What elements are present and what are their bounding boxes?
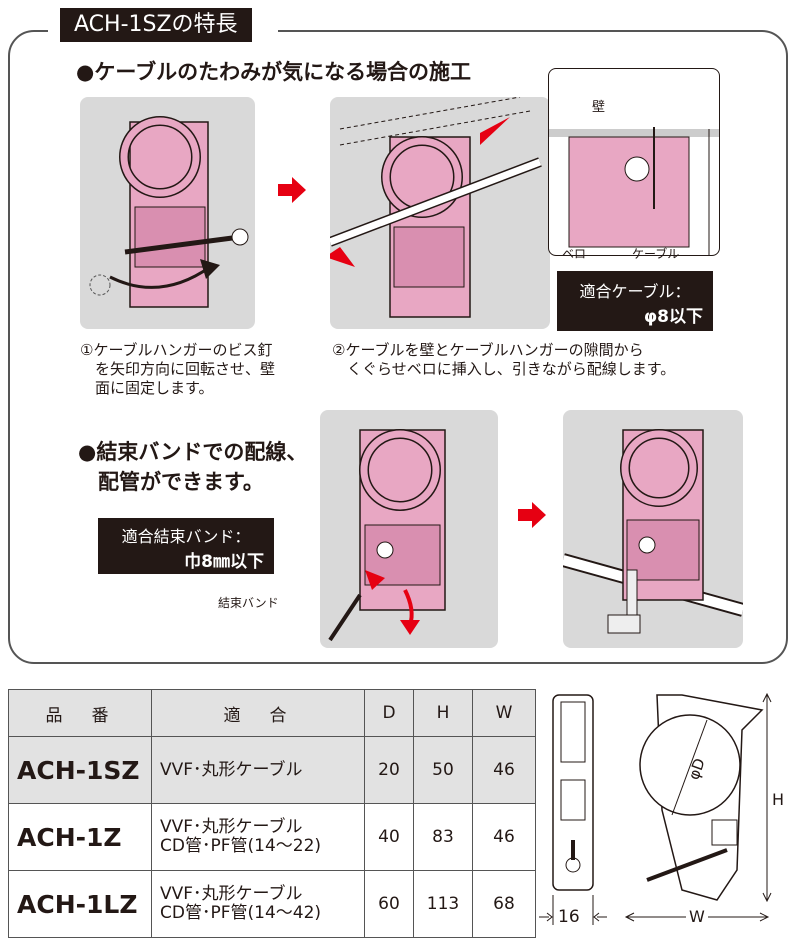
compatible-cable-title: 適合ケーブル： [579, 282, 691, 301]
use-line: VVF･丸形ケーブル [160, 759, 303, 780]
side-view-drawing [539, 694, 607, 925]
section-title: ACH-1SZの特長 [60, 8, 252, 42]
use-line: VVF･丸形ケーブル [160, 884, 303, 904]
product-code: ACH-1Z [8, 803, 152, 871]
heading-band-wiring: ●結束バンドでの配線、 配管ができます。 [78, 436, 307, 496]
use-line: CD管･PF管(14～42) [160, 903, 322, 923]
cable-label: ケーブル [632, 247, 680, 261]
red-arrow-right-icon [278, 177, 306, 203]
compatible-band-box: 適合結束バンド： 巾8㎜以下 [98, 518, 274, 574]
compatible-band-title: 適合結束バンド： [121, 527, 251, 546]
spec-table: 品 番 適 合 D H W ACH-1SZ VVF･丸形ケーブル 20 50 4… [8, 689, 536, 938]
table-row: ACH-1SZ VVF･丸形ケーブル 20 50 46 [8, 736, 536, 804]
hanger-cable-insert-illustration [325, 96, 542, 318]
step1-line: 面に固定します。 [95, 379, 214, 397]
dim-d: 20 [364, 736, 414, 804]
dim-d: 40 [364, 803, 414, 871]
dim-w: 46 [472, 736, 536, 804]
zoom-inset [548, 68, 720, 256]
dim-h: 113 [413, 870, 473, 938]
header-use: 適 合 [151, 689, 365, 737]
zoom-detail-illustration [549, 127, 719, 255]
band-insert-panel [320, 410, 498, 648]
bero-label: ベロ [562, 247, 587, 261]
step2-caption: ②ケーブルを壁とケーブルハンガーの隙間から くぐらせベロに挿入し、引きながら配線… [332, 341, 752, 379]
step2-line: ②ケーブルを壁とケーブルハンガーの隙間から [332, 341, 644, 359]
step1-line: ①ケーブルハンガーのビス釘 [80, 341, 273, 359]
use-line: VVF･丸形ケーブル [160, 817, 303, 837]
dim-w: 68 [472, 870, 536, 938]
step1-panel [80, 97, 255, 329]
dim-w-label: W [686, 907, 708, 926]
dim-w: 46 [472, 803, 536, 871]
front-view-drawing [624, 692, 772, 922]
band-result-panel [561, 410, 745, 648]
step2-line: くぐらせベロに挿入し、引きながら配線します。 [347, 360, 676, 378]
dim-h: 50 [413, 736, 473, 804]
header-d: D [364, 689, 414, 737]
band-insert-illustration [328, 429, 446, 642]
header-w: W [472, 689, 536, 737]
heading-sag-install: ●ケーブルのたわみが気になる場合の施工 [76, 60, 472, 84]
side-width-dim: 16 [558, 907, 580, 927]
table-header-row: 品 番 適 合 D H W [8, 689, 536, 737]
step2-panel [325, 96, 550, 329]
wall-label: 壁 [592, 100, 606, 115]
hanger-screw-illustration [89, 116, 249, 308]
band-result-illustration [561, 429, 745, 634]
product-code: ACH-1SZ [8, 736, 152, 804]
dim-h-label: H [772, 790, 785, 809]
step1-caption: ①ケーブルハンガーのビス釘 を矢印方向に回転させ、壁 面に固定します。 [80, 341, 330, 398]
feature-frame [8, 30, 788, 664]
dim-d: 60 [364, 870, 414, 938]
heading2-line: 配管ができます。 [98, 470, 264, 494]
product-code: ACH-1LZ [8, 870, 152, 938]
compatible-cable-box: 適合ケーブル： φ8以下 [557, 271, 713, 331]
band-label: 結束バンド [218, 596, 279, 610]
header-h: H [413, 689, 473, 737]
header-code: 品 番 [8, 689, 152, 737]
heading2-line: ●結束バンドでの配線、 [78, 440, 308, 464]
step1-line: を矢印方向に回転させ、壁 [95, 360, 276, 378]
compatible-cable-size: φ8以下 [643, 307, 703, 327]
dim-h: 83 [413, 803, 473, 871]
red-arrow-right-icon [518, 502, 546, 528]
product-use: VVF･丸形ケーブル [151, 736, 365, 804]
use-line: CD管･PF管(14～22) [160, 836, 322, 856]
compatible-band-size: 巾8㎜以下 [184, 552, 264, 572]
